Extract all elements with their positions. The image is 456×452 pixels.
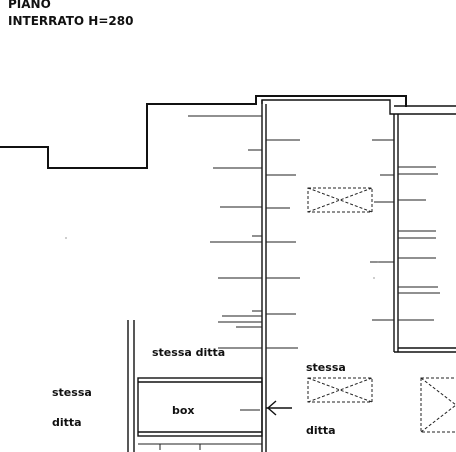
scan-dot-1: [65, 237, 67, 239]
label-ditta-right: ditta: [306, 424, 336, 437]
scan-dot-2: [377, 261, 379, 263]
corridor-bottom-right: [394, 347, 456, 353]
void-box-lower: [307, 377, 373, 403]
floor-title-line2: INTERRATO H=280: [8, 14, 133, 28]
floor-title-line1: PIANO: [8, 0, 51, 11]
outline-top-inner: [261, 99, 456, 115]
label-box: box: [172, 404, 195, 417]
label-stessa-left: stessa: [52, 386, 92, 399]
label-ditta-left: ditta: [52, 416, 82, 429]
partition-ticks-left: [188, 115, 262, 349]
outline-top-parapet: [255, 95, 407, 107]
partition-ticks-inner: [266, 139, 300, 349]
entrance-arrow-icon: [266, 400, 292, 416]
partition-ticks-right: [370, 139, 440, 321]
label-stessa-right: stessa: [306, 361, 346, 374]
label-stessa-ditta-top: stessa ditta: [152, 346, 225, 359]
void-box-upper: [307, 187, 373, 213]
scan-dot-3: [373, 277, 375, 279]
box-room: [137, 377, 263, 437]
void-box-right: [420, 377, 456, 433]
outline-left-wall: [0, 95, 263, 169]
